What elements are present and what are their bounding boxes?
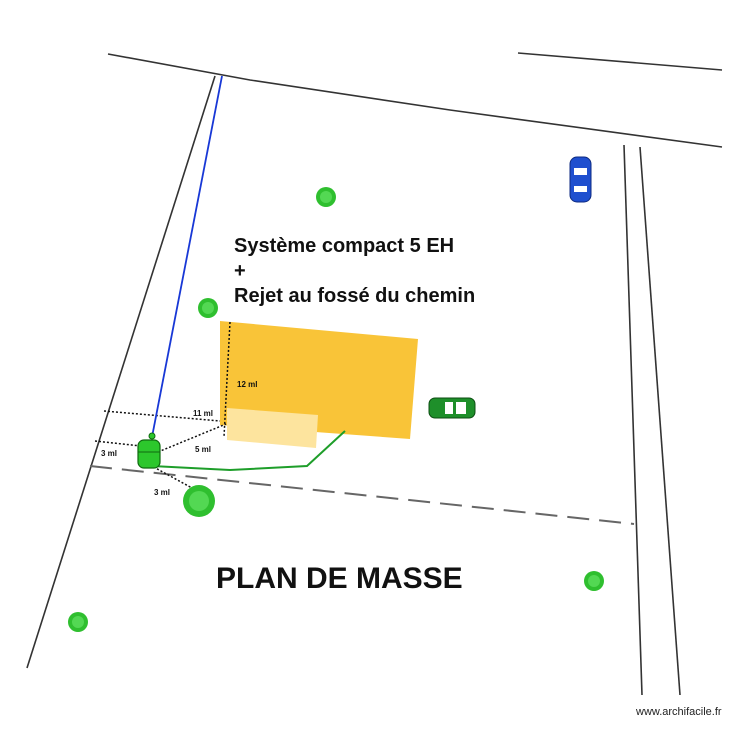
dim-label-5: 5 ml	[195, 445, 211, 454]
dim-line-12	[223, 321, 231, 438]
plan-title: PLAN DE MASSE	[216, 562, 463, 595]
dim-label-3-left: 3 ml	[101, 449, 117, 458]
tree-icon	[198, 298, 218, 318]
dim-line-11	[103, 410, 221, 422]
dim-line-5	[157, 423, 227, 453]
tree-icon	[316, 187, 336, 207]
top-boundary	[107, 53, 723, 148]
road-edge-right	[639, 146, 681, 696]
left-boundary	[26, 75, 216, 669]
title-line-1: Système compact 5 EH	[234, 235, 454, 257]
dim-label-3-bottom: 3 ml	[154, 488, 170, 497]
blue-pipe	[151, 75, 223, 438]
credit: www.archifacile.fr	[635, 706, 722, 718]
house	[220, 321, 418, 439]
top-right-boundary	[517, 52, 723, 71]
tree-icon	[68, 612, 88, 632]
septic-tank-icon	[137, 432, 161, 469]
title-line-3: Rejet au fossé du chemin	[234, 285, 475, 307]
terrace	[227, 408, 318, 448]
trees	[68, 187, 604, 632]
tree-icon	[183, 485, 215, 517]
green-outlet-pipe	[151, 430, 346, 472]
road-edge-left	[623, 144, 643, 696]
tree-icon	[584, 571, 604, 591]
dim-label-11: 11 ml	[193, 409, 213, 418]
ditch-line	[89, 465, 635, 525]
boundary-lines	[26, 52, 723, 696]
title-line-2: +	[234, 260, 246, 282]
dim-label-12: 12 ml	[237, 380, 257, 389]
dimension-lines	[94, 321, 231, 489]
car-icon	[569, 156, 592, 203]
car-icon	[428, 397, 476, 419]
dim-line-3-left	[94, 440, 142, 447]
